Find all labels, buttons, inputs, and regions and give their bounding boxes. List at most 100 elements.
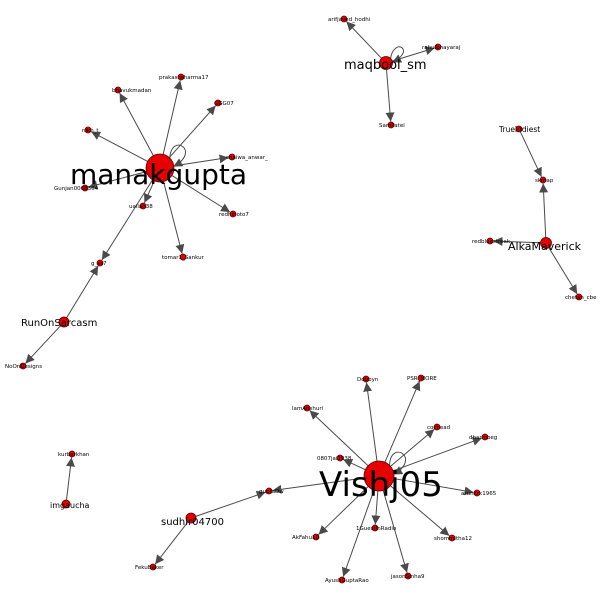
node-nikh-t[interactable] (84, 126, 92, 134)
node-label-runonsarcasm: RunOnSarcasm (21, 318, 97, 329)
node-label-trueindiest: TrueIndiest (498, 125, 540, 134)
node-sudhir04700[interactable] (185, 512, 197, 524)
node-akfahu10[interactable] (312, 533, 320, 541)
nodes-layer (19, 15, 583, 584)
labels-layer: manakguptaVishj05maqbool_smAlkaMaverickR… (5, 17, 597, 584)
edge-manakgupta-to-redhinoto7 (171, 175, 231, 213)
edge-trueindiest-to-skmap (519, 131, 542, 178)
node-label-maqbool-sm: maqbool_sm (344, 58, 427, 73)
node-g-is7[interactable] (96, 259, 104, 267)
node-trueindiest[interactable] (515, 125, 523, 133)
node-chetan-cbe[interactable] (575, 293, 583, 301)
edge-vishj05-to-dharmbeg (392, 437, 482, 472)
edge-imgaucha-to-kurbarkhan (65, 457, 75, 501)
node-redbluestreak[interactable] (486, 237, 494, 245)
node-manakgupta[interactable] (145, 153, 175, 183)
node-prakashsharma17[interactable] (177, 73, 185, 81)
node-tomar1-sankur[interactable] (179, 253, 187, 261)
node-kurbarkhan[interactable] (68, 450, 76, 458)
node-label-ayushguptarao: AyushGuptaRao (325, 578, 369, 584)
edge-manakgupta-to-uallah38 (143, 180, 155, 204)
edge-sudhir04700-to-guptadw (195, 490, 266, 517)
node-arifjaved-hodhi[interactable] (340, 15, 348, 23)
edge-vishj05-to-cochead (390, 428, 435, 467)
node-lamanshuri[interactable] (303, 404, 311, 412)
node-ggg07[interactable] (214, 99, 222, 107)
edge-maqbool-sm-to-arifjaved-hodhi (346, 21, 382, 59)
edge-vishj05-to-dobbyn (363, 382, 378, 462)
node-skmap[interactable] (539, 176, 547, 184)
node-label-prakashsharma17: prakashsharma17 (159, 75, 209, 81)
node-dharmbeg[interactable] (481, 433, 489, 441)
node-label-chaiwa-anwar: chaiwa_anwar_ (226, 155, 268, 161)
node-1guestinradio[interactable] (371, 524, 379, 532)
node-label-manakgupta: manakgupta (70, 158, 247, 191)
edge-manakgupta-to-tomar1-sankur (163, 181, 185, 254)
node-bhavukmadan[interactable] (114, 86, 122, 94)
node-imgaucha[interactable] (61, 499, 71, 509)
edge-vishj05-to-guptadw (272, 477, 365, 494)
node-gunjan-ch[interactable] (81, 184, 89, 192)
node-maqbool-sm[interactable] (379, 56, 393, 70)
node-label-1guestinradio: 1GuestInRadio (356, 526, 397, 532)
node-chaiwa-anwar[interactable] (228, 153, 236, 161)
node-label-chetan-cbe: chetan_cbe (565, 295, 597, 301)
edge-vishj05-to-arunkrk1965 (393, 478, 474, 496)
node-label-kurbarkhan: kurbarkhan (58, 452, 90, 458)
edge-manakgupta-to-gunjan-ch (88, 171, 147, 190)
node-label-shommitha12: shommitha12 (434, 536, 472, 542)
node-label-uallah38: uallah38 (129, 204, 153, 210)
node-rahulbhayaraj[interactable] (434, 43, 442, 51)
node-fekubaker[interactable] (149, 563, 157, 571)
node-0807j-1938[interactable] (336, 454, 344, 462)
node-label-noondesigns: NoOnDesigns (5, 364, 42, 370)
edge-vishj05-to-jasonsinha9 (382, 490, 409, 573)
edge-alkamaverick-to-chetan-cbe (548, 247, 578, 295)
node-dobbyn[interactable] (362, 375, 370, 383)
node-label-lamanshuri: lamAnshuri (292, 406, 324, 412)
node-arunkrk1965[interactable] (473, 489, 481, 497)
node-cochead[interactable] (433, 423, 441, 431)
node-shommitha12[interactable] (448, 534, 456, 542)
self-loop-vishj05 (389, 451, 407, 475)
node-label-akfahu10: AkFahu10 (292, 535, 319, 541)
node-runonsarcasm[interactable] (58, 316, 70, 328)
node-label-alkamaverick: AlkaMaverick (508, 240, 582, 253)
edge-vishj05-to-psr-more (384, 381, 421, 463)
edge-vishj05-to-lamanshuri (309, 410, 369, 467)
node-guptadw[interactable] (265, 487, 273, 495)
edge-manakgupta-to-g-is7 (101, 179, 153, 261)
edge-runonsarcasm-to-g-is7 (66, 265, 99, 318)
node-label-redhinoto7: redhinoto7 (219, 212, 249, 218)
edge-sudhir04700-to-fekubaker (154, 521, 189, 565)
edge-vishj05-to-0807j-1938 (342, 459, 366, 471)
self-loop-maqbool-sm (390, 46, 404, 63)
node-noondesigns[interactable] (19, 362, 27, 370)
edge-vishj05-to-shommitha12 (390, 485, 450, 537)
node-label-rahulbhayaraj: rahulbhayaraj (422, 45, 461, 51)
node-label-cochead: cochead (427, 425, 450, 431)
edge-manakgupta-to-prakashsharma17 (162, 80, 183, 155)
node-vishj05[interactable] (363, 460, 395, 492)
edge-vishj05-to-1guestinradio (371, 490, 381, 525)
node-label-arunkrk1965: arunkrk1965 (461, 491, 497, 497)
edges-layer (25, 21, 578, 577)
node-label-sampatel: SamPatel (379, 123, 405, 129)
edge-maqbool-sm-to-sampatel (385, 69, 395, 122)
edge-manakgupta-to-ggg07 (168, 105, 217, 158)
node-label-dobbyn: Dobbyn (357, 377, 379, 383)
node-label-skmap: skmap (535, 178, 554, 184)
edge-vishj05-to-akfahu10 (318, 486, 369, 535)
node-label-psr-more: PSR_MORE (407, 376, 437, 382)
node-sampatel[interactable] (387, 121, 395, 129)
node-psr-more[interactable] (417, 374, 425, 382)
node-redhinoto7[interactable] (229, 210, 237, 218)
node-label-redbluestreak: redbluestreak (472, 239, 511, 245)
edge-manakgupta-to-nikh-t (90, 131, 148, 162)
node-alkamaverick[interactable] (540, 237, 552, 249)
node-ayushguptarao[interactable] (338, 576, 346, 584)
node-jasonsinha9[interactable] (404, 572, 412, 580)
node-uallah38[interactable] (139, 202, 147, 210)
edge-vishj05-to-ayushguptarao (341, 489, 375, 577)
node-label-0807j-1938: 0807jai1938 (317, 456, 352, 462)
